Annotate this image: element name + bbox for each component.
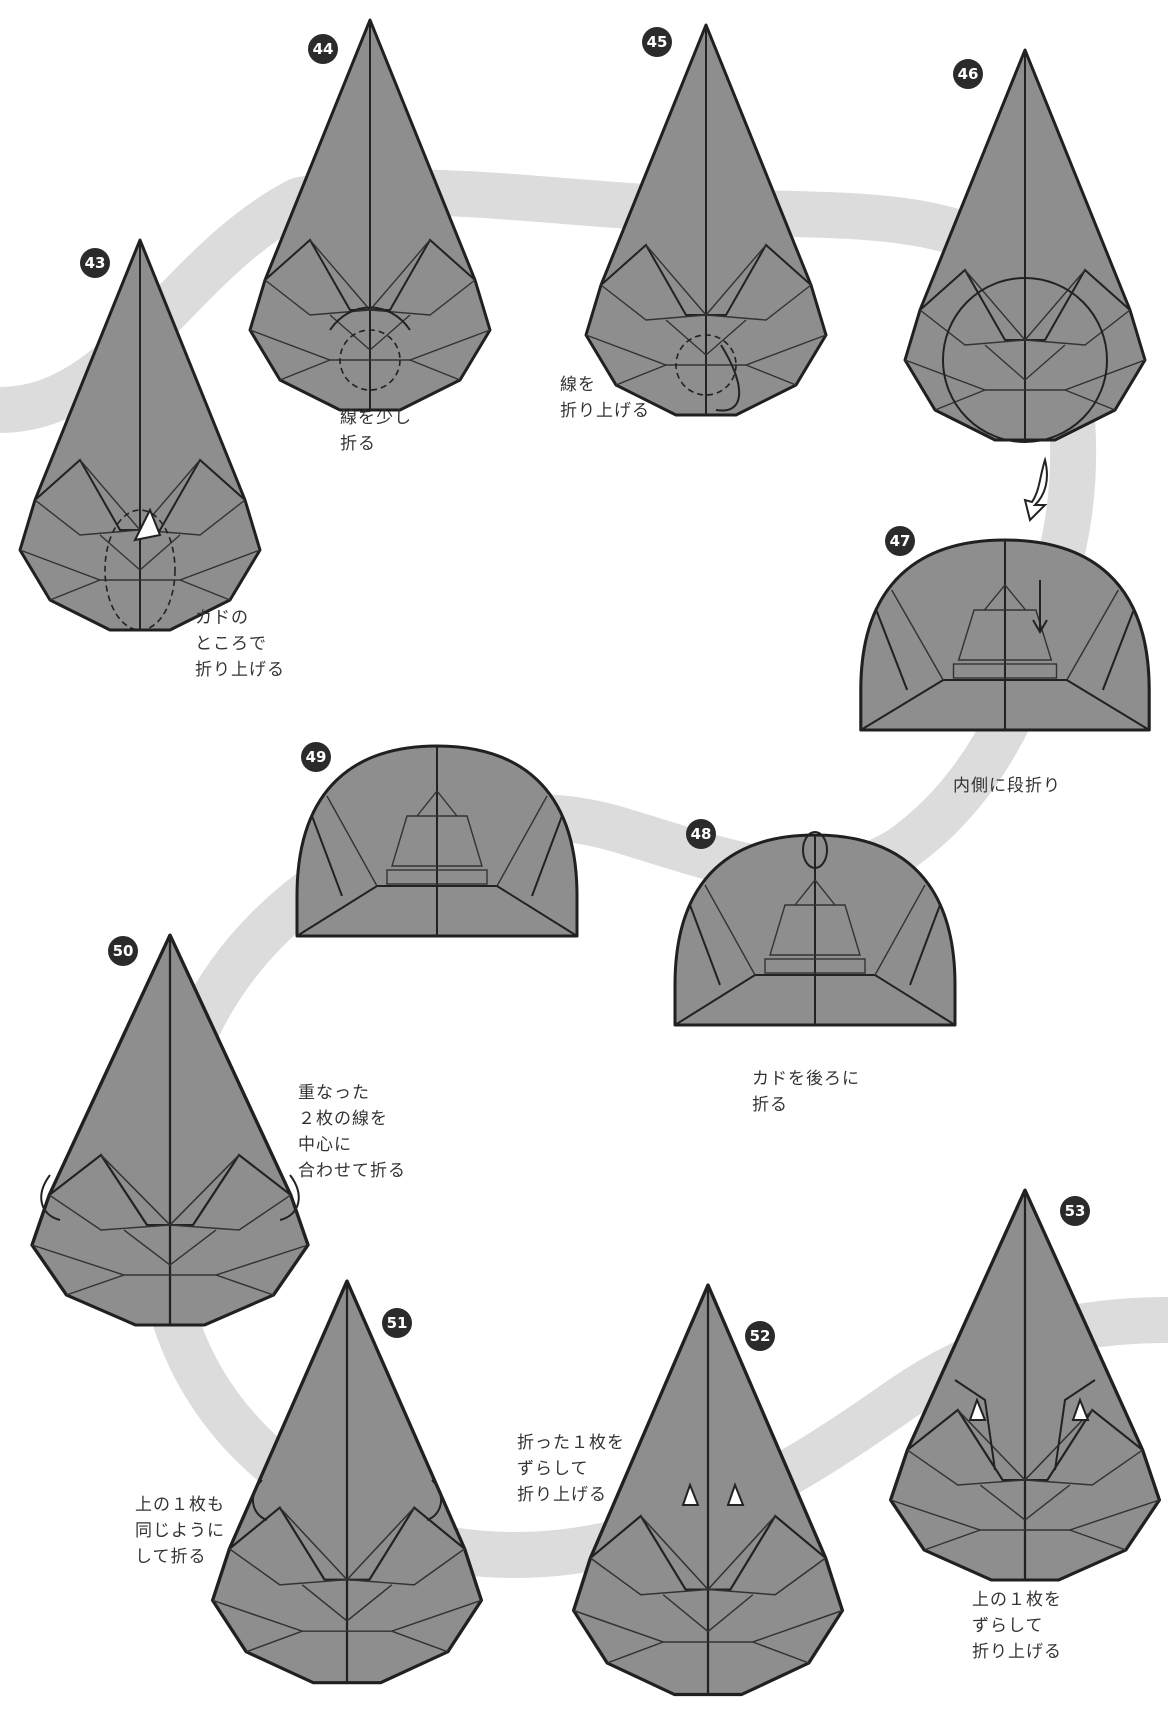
svg-text:53: 53 [1065,1202,1086,1220]
step-45-number: 45 [642,27,672,57]
zoom-arrow-icon [1025,460,1047,520]
svg-text:47: 47 [890,532,911,550]
svg-text:45: 45 [647,33,668,51]
step-50-caption: 重なった ２枚の線を 中心に 合わせて折る [298,1080,406,1184]
svg-text:46: 46 [958,65,979,83]
step-43-number: 43 [80,248,110,278]
step-46-number: 46 [953,59,983,89]
step-44-number: 44 [308,34,338,64]
step-48-number: 48 [686,819,716,849]
step-47-number: 47 [885,526,915,556]
step-53-number: 53 [1060,1196,1090,1226]
step-51-caption: 上の１枚も 同じように して折る [135,1492,225,1570]
step-51-model [213,1281,482,1683]
svg-text:51: 51 [387,1314,408,1332]
step-53-caption: 上の１枚を ずらして 折り上げる [972,1587,1062,1665]
step-49-model [297,746,577,936]
step-49-number: 49 [301,742,331,772]
step-47-model [861,540,1149,730]
svg-text:43: 43 [85,254,106,272]
svg-text:48: 48 [691,825,712,843]
step-50-number: 50 [108,936,138,966]
step-44-caption: 線を少し 折る [340,405,412,457]
step-50-model [32,935,308,1325]
svg-text:49: 49 [306,748,327,766]
step-43-model [20,240,260,630]
step-47-caption: 内側に段折り [953,773,1061,799]
step-51-number: 51 [382,1308,412,1338]
step-45-caption: 線を 折り上げる [560,372,650,424]
svg-text:44: 44 [313,40,334,58]
step-52-number: 52 [745,1321,775,1351]
step-48-caption: カドを後ろに 折る [752,1066,860,1118]
step-43-caption: カドの ところで 折り上げる [195,605,285,683]
step-52-caption: 折った１枚を ずらして 折り上げる [517,1430,625,1508]
svg-text:52: 52 [750,1327,771,1345]
svg-text:50: 50 [113,942,134,960]
